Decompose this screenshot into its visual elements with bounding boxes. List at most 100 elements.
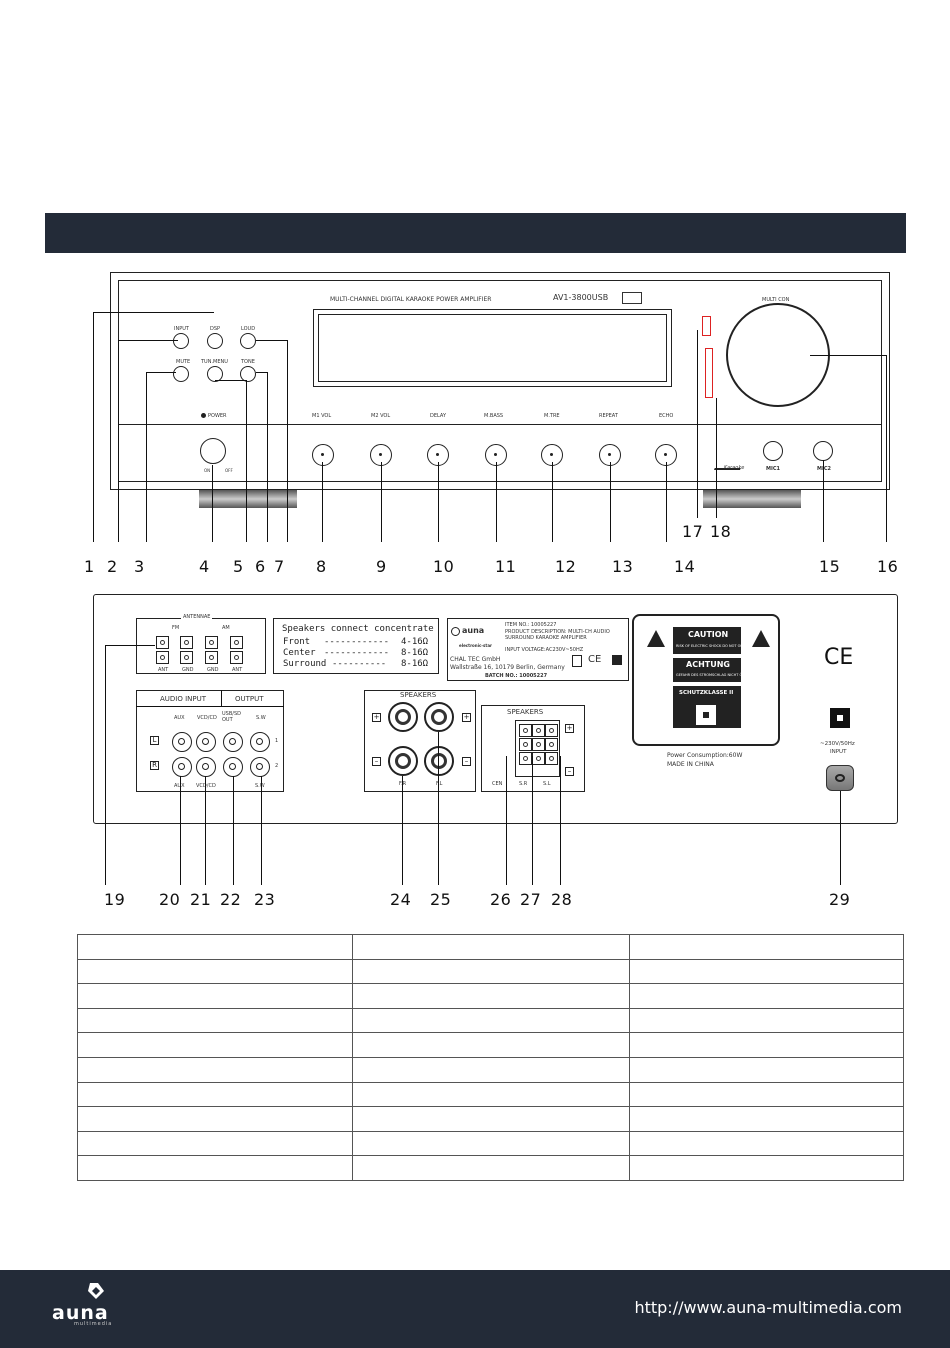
knob-label-m2-vol: M2 VOL bbox=[371, 413, 391, 419]
usb-sd-out-l-jack[interactable] bbox=[223, 732, 243, 752]
fr-positive-jack[interactable] bbox=[388, 702, 418, 732]
antennae-title: ANTENNAE bbox=[181, 614, 213, 620]
antenna-terminal[interactable] bbox=[156, 636, 169, 649]
speaker-terminal[interactable] bbox=[532, 724, 545, 737]
dolby-logo bbox=[622, 292, 642, 304]
antenna-terminal[interactable] bbox=[205, 636, 218, 649]
aux-r-jack[interactable] bbox=[172, 757, 192, 777]
loud-button[interactable] bbox=[240, 333, 256, 349]
leader-line bbox=[256, 340, 288, 342]
callout-number: 6 bbox=[255, 557, 266, 576]
leader-line bbox=[381, 462, 383, 542]
mic2-jack[interactable] bbox=[813, 441, 833, 461]
dsp-button[interactable] bbox=[207, 333, 223, 349]
fl-positive-jack[interactable] bbox=[424, 702, 454, 732]
fr-negative-jack[interactable] bbox=[388, 746, 418, 776]
antenna-label: ANT bbox=[232, 667, 243, 673]
table-cell bbox=[352, 1056, 630, 1083]
output-num: 1 bbox=[275, 738, 279, 744]
callout-number: 26 bbox=[490, 890, 512, 909]
table-cell bbox=[352, 1007, 630, 1034]
speaker-terminal[interactable] bbox=[519, 752, 532, 765]
plus-marker: + bbox=[565, 724, 574, 733]
table-cell bbox=[629, 1007, 904, 1034]
table-row bbox=[77, 1155, 904, 1181]
leader-line bbox=[105, 645, 155, 647]
speakers-terminal-title: SPEAKERS bbox=[507, 708, 544, 716]
leader-line bbox=[823, 460, 825, 542]
caution-panel bbox=[632, 614, 780, 746]
leader-line bbox=[215, 380, 247, 382]
aux-l-jack[interactable] bbox=[172, 732, 192, 752]
leader-line bbox=[552, 462, 554, 542]
power-button[interactable] bbox=[200, 438, 226, 464]
front-panel-outer bbox=[110, 272, 890, 490]
speaker-terminal[interactable] bbox=[532, 738, 545, 751]
vcd-cd-r-jack[interactable] bbox=[196, 757, 216, 777]
speaker-terminal[interactable] bbox=[545, 724, 558, 737]
table-cell bbox=[77, 1056, 353, 1083]
table-cell bbox=[352, 934, 630, 960]
callout-number: 2 bbox=[107, 557, 118, 576]
speaker-terminal-label: S.L bbox=[543, 781, 551, 787]
leader-line bbox=[180, 776, 182, 885]
speaker-info-title: Speakers connect concentrate bbox=[282, 624, 434, 634]
footer-url-link[interactable]: http://www.auna-multimedia.com bbox=[634, 1298, 902, 1317]
callout-number: 1 bbox=[84, 557, 95, 576]
speaker-terminal-label: S.R bbox=[519, 781, 528, 787]
speaker-terminal[interactable] bbox=[519, 738, 532, 751]
leader-line bbox=[212, 465, 214, 542]
power-cord-plug[interactable] bbox=[826, 765, 854, 791]
input-label: INPUT bbox=[830, 749, 847, 755]
antenna-terminal[interactable] bbox=[180, 636, 193, 649]
antenna-terminal[interactable] bbox=[156, 651, 169, 664]
leader-line bbox=[118, 340, 120, 542]
audio-io-box bbox=[136, 690, 284, 792]
audio-col-label: USB/SD OUT bbox=[222, 711, 241, 723]
sw-out2-jack[interactable] bbox=[250, 757, 270, 777]
mic1-jack[interactable] bbox=[763, 441, 783, 461]
table-cell bbox=[77, 1007, 353, 1034]
audio-col-label-bottom: AUX bbox=[174, 783, 185, 789]
antenna-label: GND bbox=[207, 667, 219, 673]
output-num: 2 bbox=[275, 763, 279, 769]
leader-line bbox=[205, 776, 207, 885]
ir-sensor bbox=[702, 316, 711, 336]
leader-line bbox=[532, 756, 534, 885]
vcd-cd-l-jack[interactable] bbox=[196, 732, 216, 752]
tun-menu-button[interactable] bbox=[207, 366, 223, 382]
speaker-terminal[interactable] bbox=[519, 724, 532, 737]
usb-sd-out-r-jack[interactable] bbox=[223, 757, 243, 777]
minus-marker: – bbox=[565, 767, 574, 776]
speaker-terminal[interactable] bbox=[545, 752, 558, 765]
footer-brand: auna bbox=[52, 1302, 109, 1324]
tone-button[interactable] bbox=[240, 366, 256, 382]
power-led-icon bbox=[201, 413, 206, 418]
plate-address: Wallstraße 16, 10179 Berlin, Germany bbox=[450, 664, 565, 671]
speaker-info-dashes: ------------ bbox=[324, 637, 390, 647]
plate-maker: electronic-star bbox=[459, 643, 493, 648]
leader-line bbox=[496, 462, 498, 542]
callout-number: 25 bbox=[430, 890, 452, 909]
speaker-terminal[interactable] bbox=[545, 738, 558, 751]
antenna-terminal[interactable] bbox=[230, 636, 243, 649]
callout-number: 4 bbox=[199, 557, 210, 576]
table-cell bbox=[629, 1056, 904, 1083]
table-cell bbox=[352, 1032, 630, 1058]
speaker-terminal[interactable] bbox=[532, 752, 545, 765]
mute-button[interactable] bbox=[173, 366, 189, 382]
table-cell bbox=[352, 1130, 630, 1157]
antenna-terminal[interactable] bbox=[205, 651, 218, 664]
leader-line bbox=[666, 462, 668, 542]
speaker-info-dashes: ---------- bbox=[332, 659, 387, 669]
table-cell bbox=[629, 983, 904, 1009]
weee-bin-icon bbox=[572, 655, 582, 667]
antenna-terminal[interactable] bbox=[180, 651, 193, 664]
table-cell bbox=[629, 1081, 904, 1108]
leader-line bbox=[261, 776, 263, 885]
knob-label-m-tre: M.TRE bbox=[544, 413, 560, 419]
power-label: POWER bbox=[208, 413, 227, 419]
speaker-info-front-name: Front bbox=[283, 637, 311, 647]
sw-out1-jack[interactable] bbox=[250, 732, 270, 752]
antenna-terminal[interactable] bbox=[230, 651, 243, 664]
